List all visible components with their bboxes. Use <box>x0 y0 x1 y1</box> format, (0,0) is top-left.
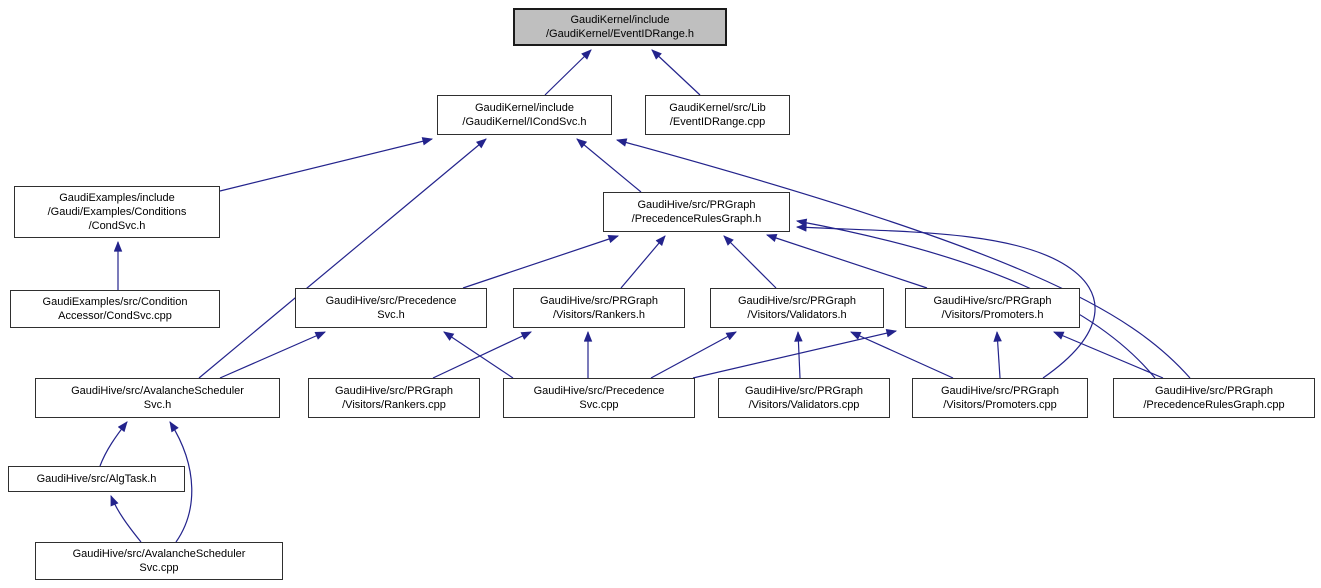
node-validators_h[interactable]: GaudiHive/src/PRGraph /Visitors/Validato… <box>710 288 884 328</box>
node-label-line: GaudiHive/src/PRGraph <box>738 295 856 307</box>
node-label-line: Svc.h <box>143 399 172 411</box>
node-label-line: /Visitors/Rankers.h <box>552 309 646 321</box>
node-promoters_h[interactable]: GaudiHive/src/PRGraph /Visitors/Promoter… <box>905 288 1080 328</box>
node-avalancheschedulersvc_cpp[interactable]: GaudiHive/src/AvalancheScheduler Svc.cpp <box>35 542 283 580</box>
node-label-line: GaudiHive/src/AlgTask.h <box>36 473 157 485</box>
node-condsvc_examples_h[interactable]: GaudiExamples/include /Gaudi/Examples/Co… <box>14 186 220 238</box>
node-label-line: GaudiHive/src/PRGraph <box>637 199 756 211</box>
node-label-line: /Visitors/Validators.h <box>747 309 847 321</box>
edge-promoters_cpp-to-prg_h <box>795 223 1096 379</box>
node-label-line: Accessor/CondSvc.cpp <box>58 310 172 322</box>
node-rankers_h[interactable]: GaudiHive/src/PRGraph /Visitors/Rankers.… <box>513 288 685 328</box>
edge-validators_h-to-prg_h <box>723 235 777 289</box>
node-label-line: /PrecedenceRulesGraph.h <box>631 213 762 225</box>
node-label-line: /PrecedenceRulesGraph.cpp <box>1143 399 1285 411</box>
edge-avalancheschedulersvc_cpp-to-avalancheschedulersvc_h <box>169 421 193 543</box>
edge-precedencesvc_cpp-to-precedencesvc_h <box>443 331 514 379</box>
node-label-line: GaudiHive/src/AvalancheScheduler <box>71 385 244 397</box>
edge-precedencesvc_cpp-to-promoters_h <box>692 329 898 379</box>
edge-validators_cpp-to-validators_h <box>794 330 803 379</box>
edge-prg_cpp-to-promoters_h <box>1053 331 1164 379</box>
node-label-line: GaudiHive/src/PRGraph <box>540 295 658 307</box>
node-label-line: GaudiHive/src/PRGraph <box>745 385 863 397</box>
node-prg_cpp[interactable]: GaudiHive/src/PRGraph /PrecedenceRulesGr… <box>1113 378 1315 418</box>
node-algtask_h[interactable]: GaudiHive/src/AlgTask.h <box>8 466 185 492</box>
node-label-line: Svc.cpp <box>139 562 179 574</box>
node-label-line: GaudiHive/src/PRGraph <box>335 385 453 397</box>
node-label-line: /Gaudi/Examples/Conditions <box>47 206 187 218</box>
node-label-line: GaudiHive/src/PRGraph <box>1155 385 1273 397</box>
node-label-line: GaudiHive/src/Precedence <box>325 295 457 307</box>
node-label-line: GaudiHive/src/PRGraph <box>941 385 1059 397</box>
node-label-line: /Visitors/Promoters.h <box>941 309 1044 321</box>
node-label-line: /Visitors/Promoters.cpp <box>943 399 1057 411</box>
node-condsvc_examples_cpp[interactable]: GaudiExamples/src/Condition Accessor/Con… <box>10 290 220 328</box>
edge-avalancheschedulersvc_h-to-icondsvc_h <box>198 138 487 379</box>
node-label-line: GaudiHive/src/Precedence <box>533 385 665 397</box>
node-label-line: GaudiExamples/include <box>59 192 175 204</box>
node-label-line: /Visitors/Validators.cpp <box>748 399 860 411</box>
node-label-line: Svc.h <box>377 309 405 321</box>
edge-icondsvc_h-to-eventidrange_h <box>544 49 592 96</box>
node-promoters_cpp[interactable]: GaudiHive/src/PRGraph /Visitors/Promoter… <box>912 378 1088 418</box>
node-label-line: /Visitors/Rankers.cpp <box>342 399 446 411</box>
node-avalancheschedulersvc_h[interactable]: GaudiHive/src/AvalancheScheduler Svc.h <box>35 378 280 418</box>
node-label-line: GaudiKernel/src/Lib <box>669 102 766 114</box>
node-label-line: Svc.cpp <box>579 399 619 411</box>
node-validators_cpp[interactable]: GaudiHive/src/PRGraph /Visitors/Validato… <box>718 378 890 418</box>
node-eventidrange_cpp[interactable]: GaudiKernel/src/Lib /EventIDRange.cpp <box>645 95 790 135</box>
node-icondsvc_h[interactable]: GaudiKernel/include /GaudiKernel/ICondSv… <box>437 95 612 135</box>
node-label-line: /CondSvc.h <box>88 220 146 232</box>
edge-rankers_cpp-to-rankers_h <box>432 331 532 379</box>
node-label-line: /GaudiKernel/ICondSvc.h <box>462 116 587 128</box>
edge-promoters_h-to-prg_h <box>765 233 928 289</box>
edge-prg_h-to-icondsvc_h <box>576 138 642 193</box>
node-label-line: GaudiHive/src/AvalancheScheduler <box>72 548 246 560</box>
node-label-line: GaudiKernel/include <box>474 102 575 114</box>
edge-rankers_h-to-prg_h <box>620 235 666 289</box>
edge-promoters_cpp-to-promoters_h <box>993 330 1002 379</box>
edge-precedencesvc_cpp-to-validators_h <box>650 331 737 379</box>
edge-avalancheschedulersvc_h-to-precedencesvc_h <box>219 331 326 379</box>
node-precedencesvc_h[interactable]: GaudiHive/src/Precedence Svc.h <box>295 288 487 328</box>
edge-avalancheschedulersvc_cpp-to-algtask_h <box>110 495 142 543</box>
node-label-line: /EventIDRange.cpp <box>669 116 766 128</box>
edge-promoters_cpp-to-validators_h <box>850 331 954 379</box>
edge-precedencesvc_h-to-prg_h <box>462 235 620 289</box>
node-label-line: GaudiKernel/include <box>570 14 670 26</box>
edge-eventidrange_cpp-to-eventidrange_h <box>651 49 701 96</box>
edge-condsvc_examples_h-to-icondsvc_h <box>219 137 434 192</box>
edge-algtask_h-to-avalancheschedulersvc_h <box>99 421 128 467</box>
node-rankers_cpp[interactable]: GaudiHive/src/PRGraph /Visitors/Rankers.… <box>308 378 480 418</box>
node-label-line: GaudiHive/src/PRGraph <box>933 295 1052 307</box>
node-precedencesvc_cpp[interactable]: GaudiHive/src/Precedence Svc.cpp <box>503 378 695 418</box>
node-label-line: /GaudiKernel/EventIDRange.h <box>546 28 694 40</box>
node-eventidrange_h: GaudiKernel/include /GaudiKernel/EventID… <box>513 8 727 46</box>
node-prg_h[interactable]: GaudiHive/src/PRGraph /PrecedenceRulesGr… <box>603 192 790 232</box>
edge-prg_cpp-to-icondsvc_h <box>615 138 1191 379</box>
node-label-line: GaudiExamples/src/Condition <box>42 296 188 308</box>
edge-prg_cpp-to-prg_h <box>795 218 1156 379</box>
